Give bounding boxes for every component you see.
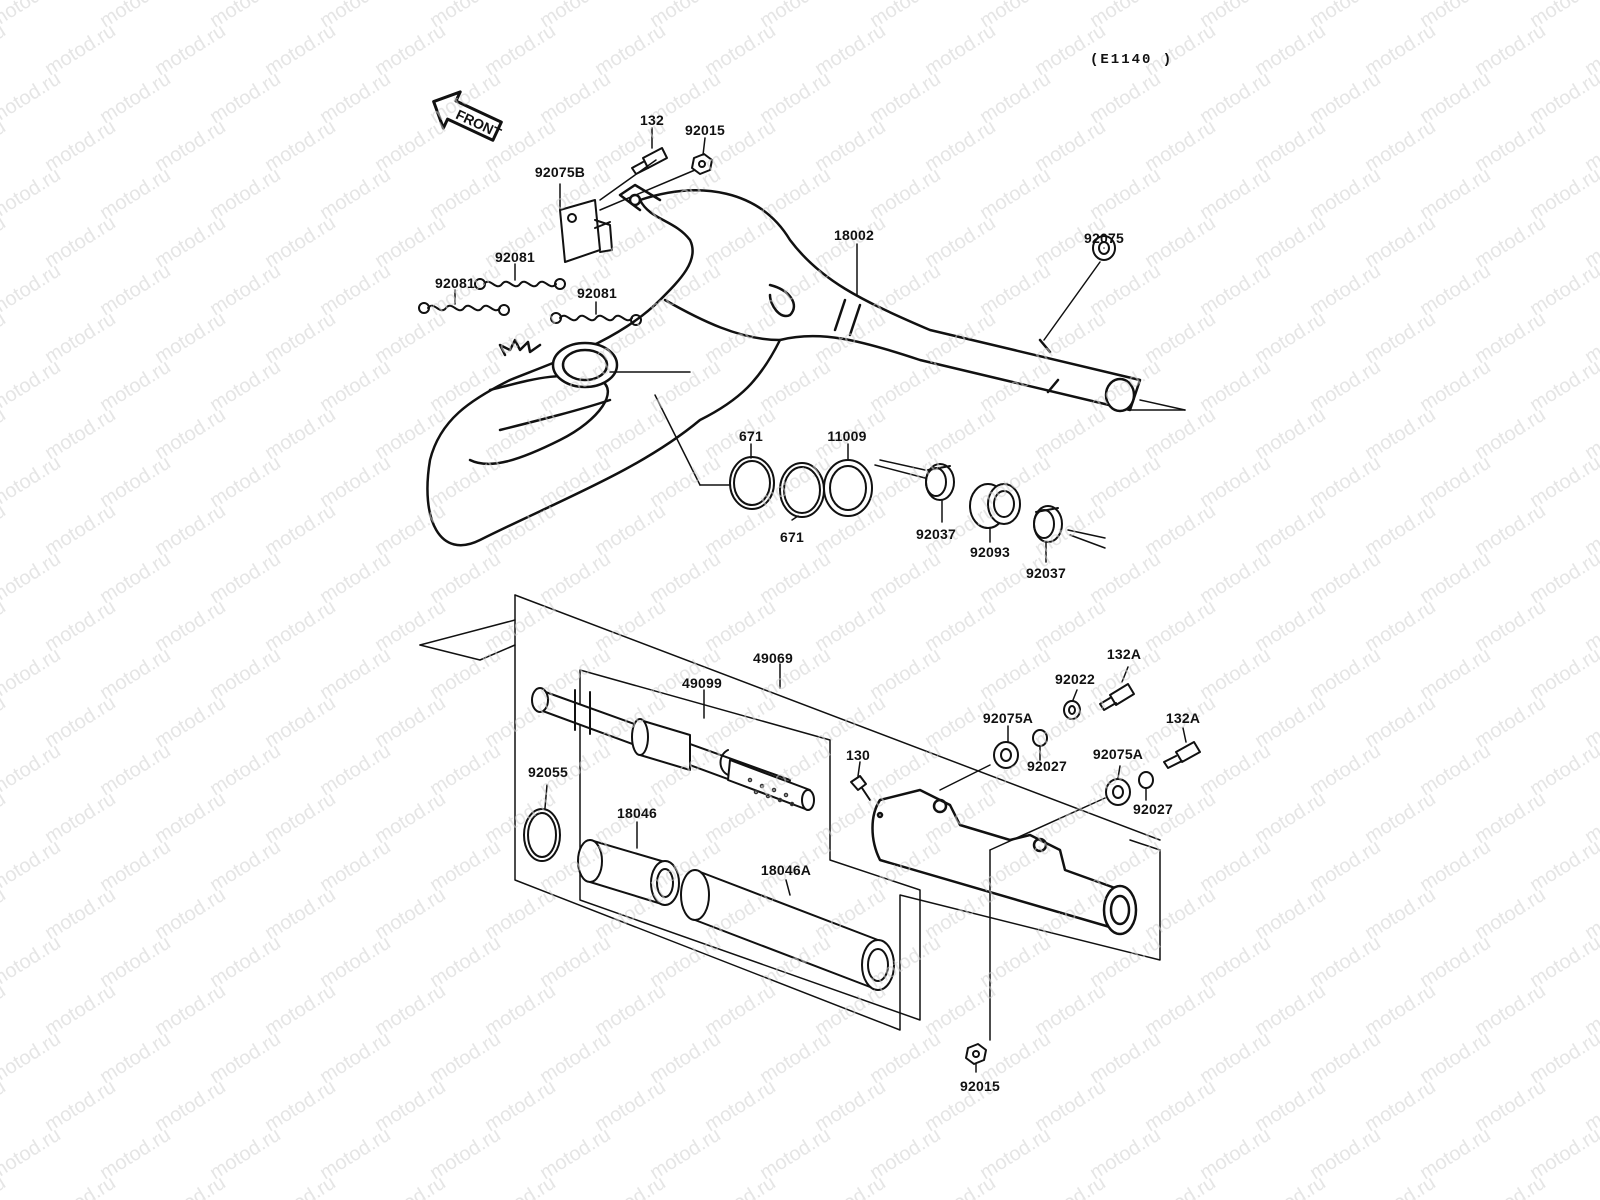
label-92027-lower: 92027 — [1133, 801, 1173, 817]
label-671-a: 671 — [739, 428, 763, 444]
label-92093: 92093 — [970, 544, 1010, 560]
label-49069: 49069 — [753, 650, 793, 666]
screw-130 — [850, 775, 871, 801]
bolt-132a-upper — [1099, 683, 1135, 711]
nut-92015-bottom — [965, 1043, 987, 1065]
label-18046a: 18046A — [760, 862, 812, 878]
bolt-132a-lower — [1163, 741, 1201, 769]
nut-92015-top — [691, 153, 713, 175]
ring-671-b — [779, 462, 825, 518]
label-92075: 92075 — [1084, 230, 1124, 246]
label-92075b: 92075B — [534, 164, 586, 180]
label-132: 132 — [640, 112, 664, 128]
grommet-92075a-upper — [993, 741, 1019, 769]
ring-671-a — [729, 456, 775, 510]
label-92081-a: 92081 — [495, 249, 535, 265]
label-92015-bottom: 92015 — [960, 1078, 1000, 1094]
collar-92027-upper — [1032, 729, 1048, 747]
label-11009: 11009 — [827, 428, 867, 444]
silencer-assembly-outline — [419, 594, 1161, 1031]
clamp-92037-b — [1033, 505, 1063, 543]
spring-92081-b — [418, 302, 510, 316]
bracket-92075b — [559, 199, 613, 263]
washer-92022 — [1063, 700, 1081, 720]
label-92075a-lower: 92075A — [1092, 746, 1144, 762]
label-92055: 92055 — [528, 764, 568, 780]
bolt-132 — [631, 147, 668, 175]
label-18046: 18046 — [617, 805, 657, 821]
label-92037-a: 92037 — [916, 526, 956, 542]
label-92075a-upper: 92075A — [982, 710, 1034, 726]
leader-lines — [454, 127, 1187, 1073]
spring-92081-a — [474, 278, 566, 290]
sleeve-92093 — [969, 483, 1021, 529]
label-92022: 92022 — [1055, 671, 1095, 687]
spring-92081-c — [550, 312, 642, 326]
front-arrow-icon: FRONT — [432, 90, 504, 142]
seal-11009 — [823, 459, 873, 517]
label-92027-upper: 92027 — [1027, 758, 1067, 774]
expansion-chamber-18002 — [426, 183, 1142, 547]
label-92015-top: 92015 — [685, 122, 725, 138]
collar-92027-lower — [1138, 771, 1154, 789]
label-49099: 49099 — [682, 675, 722, 691]
oring-92055 — [523, 808, 561, 862]
label-132a-lower: 132A — [1165, 710, 1201, 726]
label-92081-b: 92081 — [435, 275, 475, 291]
silencer-body-49069 — [871, 788, 1138, 936]
label-671-b: 671 — [780, 529, 804, 545]
packing-18046 — [577, 839, 680, 906]
label-18002: 18002 — [834, 227, 874, 243]
clamp-92037-a — [925, 463, 955, 501]
grommet-92075a-lower — [1105, 778, 1131, 806]
label-92037-b: 92037 — [1026, 565, 1066, 581]
inner-pipe-49099 — [531, 687, 815, 811]
label-92081-c: 92081 — [577, 285, 617, 301]
label-132a-upper: 132A — [1106, 646, 1142, 662]
packing-18046a — [680, 869, 895, 991]
diagram-code: (E1140 ) — [1090, 52, 1174, 68]
label-130: 130 — [846, 747, 870, 763]
